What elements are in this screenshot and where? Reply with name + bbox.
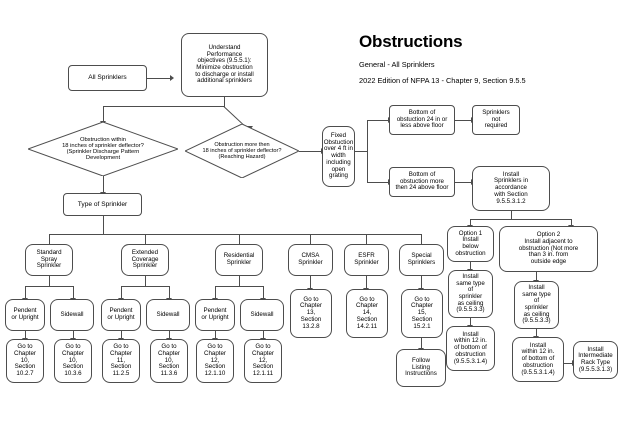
connector — [49, 276, 50, 286]
node-option2-same-type[interactable]: Install same type of sprinkler as ceilin… — [514, 281, 559, 329]
connector — [239, 276, 240, 286]
connector — [536, 272, 537, 281]
connector — [367, 120, 368, 182]
connector — [25, 286, 26, 299]
decision-label: Obstruction within 18 inches of sprinkle… — [62, 136, 144, 162]
connector — [421, 276, 422, 289]
connector — [310, 234, 311, 244]
node-follow-listing-instructions[interactable]: Follow Listing Instructions — [396, 349, 446, 387]
connector — [263, 286, 264, 299]
connector — [263, 331, 264, 339]
node-goto-14-2-11[interactable]: Go to Chapter 14, Section 14.2.11 — [346, 289, 388, 338]
connector — [455, 182, 472, 183]
node-type-of-sprinkler[interactable]: Type of Sprinkler — [63, 193, 142, 216]
node-option-1[interactable]: Option 1 Install below obstruction — [447, 226, 494, 262]
connector — [421, 338, 422, 349]
connector — [145, 276, 146, 286]
connector — [121, 286, 122, 299]
node-goto-11-2-5[interactable]: Go to Chapter 11, Section 11.2.5 — [102, 339, 140, 383]
node-option2-within-12in[interactable]: Install within 12 in. of bottom of obstr… — [512, 337, 564, 382]
node-sidewall-2[interactable]: Sidewall — [146, 299, 190, 331]
connector — [367, 182, 389, 183]
connector — [470, 219, 471, 226]
node-standard-spray-sprinkler[interactable]: Standard Spray Sprinkler — [25, 244, 73, 276]
connector — [455, 120, 472, 121]
connector — [366, 234, 367, 244]
title-block: Obstructions General - All Sprinklers 20… — [359, 32, 609, 85]
connector — [73, 331, 74, 339]
node-sprinklers-not-required[interactable]: Sprinklers not required — [472, 105, 520, 135]
node-goto-13-2-8[interactable]: Go to Chapter 13, Section 13.2.8 — [290, 289, 332, 338]
connector — [25, 331, 26, 339]
node-fixed-obstruction[interactable]: Fixed Obstuction over 4 ft in width incl… — [322, 126, 355, 187]
connector — [536, 329, 537, 337]
connector — [121, 286, 169, 287]
connector — [421, 234, 422, 244]
connector — [103, 216, 104, 234]
connector — [169, 286, 170, 299]
connector — [215, 331, 216, 339]
connector — [310, 276, 311, 289]
connector — [49, 234, 50, 244]
node-goto-11-3-6[interactable]: Go to Chapter 10, Section 11.3.6 — [150, 339, 188, 383]
connector — [215, 286, 216, 299]
node-pendent-upright-1[interactable]: Pendent or Upright — [5, 299, 45, 331]
connector — [121, 331, 122, 339]
node-option1-same-type[interactable]: Install same type of sprinkler as ceilin… — [448, 270, 493, 318]
node-residential-sprinkler[interactable]: Residential Sprinkler — [215, 244, 263, 276]
node-goto-10-2-7[interactable]: Go to Chapter 10, Section 10.2.7 — [6, 339, 44, 383]
connector — [366, 276, 367, 289]
decision-obstruction-more-18[interactable]: Obstruction more then 18 inches of sprin… — [185, 124, 299, 178]
node-pendent-upright-2[interactable]: Pendent or Upright — [101, 299, 141, 331]
connector — [367, 120, 389, 121]
connector — [169, 331, 170, 339]
node-intermediate-rack[interactable]: Install Intermediate Rack Type (9.5.5.3.… — [573, 341, 618, 379]
arrow-head — [170, 75, 174, 81]
node-extended-coverage-sprinkler[interactable]: Extended Coverage Sprinkler — [121, 244, 169, 276]
node-goto-12-1-11[interactable]: Go to Chapter 12, Section 12.1.11 — [244, 339, 282, 383]
node-sidewall-3[interactable]: Sidewall — [240, 299, 284, 331]
node-goto-15-2-1[interactable]: Go to Chapter 15, Section 15.2.1 — [401, 289, 443, 338]
decision-obstruction-within-18[interactable]: Obstruction within 18 inches of sprinkle… — [28, 122, 178, 176]
page-title: Obstructions — [359, 32, 463, 51]
connector — [224, 97, 225, 106]
connector — [103, 176, 104, 193]
node-install-accordance[interactable]: Install Sprinklers in accordance with Se… — [472, 166, 550, 211]
decision-label: Obstruction more then 18 inches of sprin… — [202, 141, 282, 161]
node-all-sprinklers[interactable]: All Sprinklers — [68, 65, 147, 91]
connector — [103, 106, 225, 107]
connector — [49, 234, 421, 235]
page-reference: 2022 Edition of NFPA 13 - Chapter 9, Sec… — [359, 76, 526, 85]
connector — [564, 363, 573, 364]
connector — [470, 262, 471, 270]
connector — [147, 78, 171, 79]
connector — [215, 286, 263, 287]
connector — [145, 234, 146, 244]
node-cmsa-sprinkler[interactable]: CMSA Sprinkler — [288, 244, 333, 276]
node-esfr-sprinkler[interactable]: ESFR Sprinkler — [344, 244, 389, 276]
page-subtitle: General - All Sprinklers — [359, 60, 435, 69]
node-goto-12-1-10[interactable]: Go to Chapter 12, Section 12.1.10 — [196, 339, 234, 383]
connector — [470, 219, 571, 220]
node-sidewall-1[interactable]: Sidewall — [50, 299, 94, 331]
node-bottom-24-or-less[interactable]: Bottom of obstuction 24 in or less above… — [389, 105, 455, 135]
connector — [239, 234, 240, 244]
node-bottom-more-24[interactable]: Bottom of obstuction more then 24 above … — [389, 167, 455, 197]
connector — [511, 211, 512, 219]
connector — [299, 151, 322, 152]
connector — [103, 106, 104, 122]
node-option-2[interactable]: Option 2 Install adjacent to obstruction… — [499, 226, 598, 272]
connector — [355, 151, 367, 152]
node-pendent-upright-3[interactable]: Pendent or Upright — [195, 299, 235, 331]
connector — [571, 219, 572, 226]
node-option1-within-12in[interactable]: Install within 12 in. of bottom of obstr… — [446, 326, 495, 371]
diamond-shape — [28, 122, 178, 176]
diamond-shape — [185, 124, 299, 178]
connector — [25, 286, 73, 287]
node-goto-10-3-6[interactable]: Go to Chapter 10, Section 10.3.6 — [54, 339, 92, 383]
connector — [73, 286, 74, 299]
node-understand-performance[interactable]: Understand Performance objectives (9.5.5… — [181, 33, 268, 97]
node-special-sprinklers[interactable]: Special Sprinklers — [399, 244, 444, 276]
connector — [470, 318, 471, 326]
